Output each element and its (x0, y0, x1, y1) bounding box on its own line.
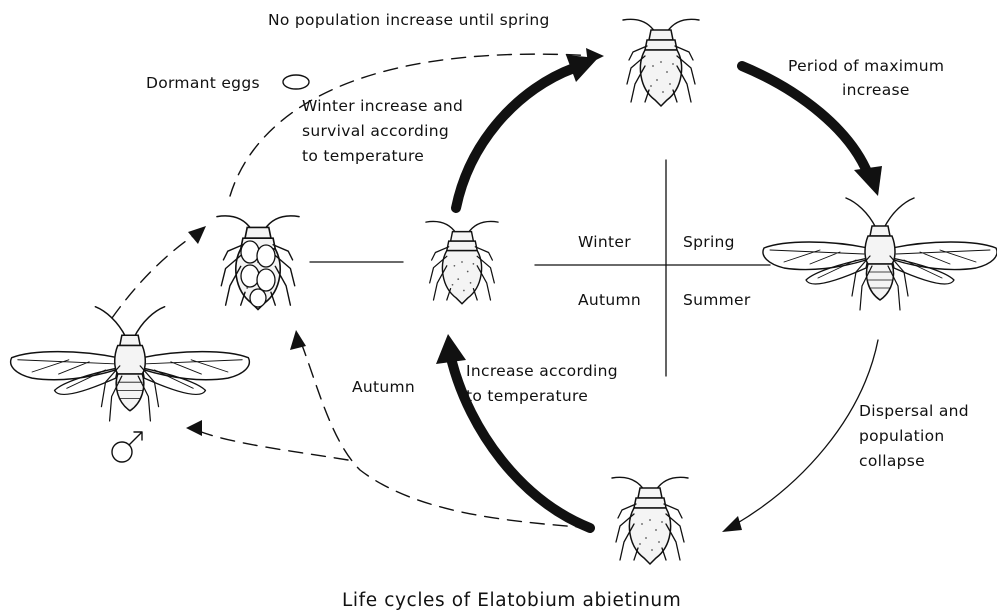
text-autumn-migration: Autumn (352, 378, 415, 396)
dashed-autumn-to-male (196, 430, 348, 460)
winged-male-aphid (11, 307, 250, 421)
arrow-summer-to-autumn-head (722, 516, 742, 532)
text-winter-increase-2: survival according (302, 122, 449, 140)
text-no-population-increase: No population increase until spring (268, 11, 550, 29)
text-increase-temp-2: to temperature (466, 387, 588, 405)
text-dormant-eggs: Dormant eggs (146, 74, 260, 92)
dashed-autumn-to-oviparae-head (290, 330, 306, 350)
dashed-male-to-oviparae-head (188, 226, 206, 244)
text-winter-increase-3: to temperature (302, 147, 424, 165)
dashed-male-to-oviparae (112, 234, 196, 318)
text-dispersal-1: Dispersal and (859, 402, 969, 420)
aphid-winter (426, 221, 498, 303)
dormant-egg-icon (283, 75, 309, 89)
text-dispersal-3: collapse (859, 452, 925, 470)
oviparous-female-with-eggs (217, 216, 299, 310)
label-summer: Summer (683, 291, 751, 309)
season-quadrant (310, 160, 770, 376)
text-winter-increase-1: Winter increase and (302, 97, 463, 115)
label-winter: Winter (578, 233, 631, 251)
main-cycle-arrows (436, 55, 882, 528)
arrow-winter-to-spring (456, 68, 574, 208)
aphid-autumn (612, 477, 688, 564)
male-symbol-icon (112, 432, 142, 462)
text-max-increase-1: Period of maximum (788, 57, 944, 75)
figure-caption: Life cycles of Elatobium abietinum (342, 590, 681, 611)
aphid-spring (623, 19, 699, 106)
text-dispersal-2: population (859, 427, 944, 445)
arrow-spring-to-summer-head (854, 166, 882, 196)
label-spring: Spring (683, 233, 735, 251)
dashed-autumn-to-male-head (186, 420, 202, 436)
dashed-eggs-to-spring-head (586, 48, 604, 64)
winged-aphid-summer (763, 198, 997, 310)
arrow-autumn-to-winter-head (436, 334, 466, 364)
text-increase-temp-1: Increase according (466, 362, 618, 380)
text-max-increase-2: increase (842, 81, 910, 99)
arrow-summer-to-autumn (736, 340, 878, 524)
label-autumn-quadrant: Autumn (578, 291, 641, 309)
